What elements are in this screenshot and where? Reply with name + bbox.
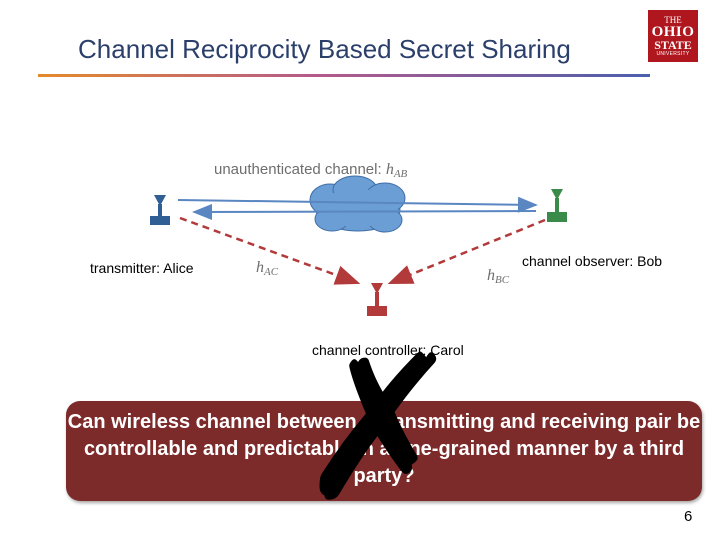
link-alice-carol	[179, 216, 361, 285]
slide-title: Channel Reciprocity Based Secret Sharing	[78, 34, 571, 64]
alice-label: transmitter: Alice	[90, 260, 194, 276]
alice-antenna-icon	[150, 195, 170, 225]
cross-mark-icon: ✗	[296, 313, 464, 546]
unauthenticated-channel-label: unauthenticated channel: hAB	[214, 161, 408, 180]
bob-label: channel observer: Bob	[522, 253, 663, 269]
logo-line-the: THE	[664, 14, 682, 25]
channel-line-to-bob	[177, 196, 538, 213]
bob-antenna-icon	[547, 189, 567, 222]
carol-antenna-icon	[367, 283, 387, 316]
question-text: Can wireless channel between a transmitt…	[67, 411, 701, 487]
question-box: Can wireless channel between a transmitt…	[66, 401, 702, 501]
title-rule	[38, 74, 650, 77]
channel-line-to-alice	[192, 203, 537, 220]
page-number: 6	[684, 508, 693, 525]
h-bc-label: hBC	[487, 267, 510, 286]
logo-line-ohio: OHIO	[651, 23, 695, 40]
logo-line-state: STATE	[654, 37, 692, 52]
university-logo: THE OHIO STATE UNIVERSITY	[648, 10, 698, 62]
logo-line-university: UNIVERSITY	[656, 50, 690, 57]
channel-cloud	[309, 175, 406, 233]
link-bob-carol	[387, 218, 546, 285]
h-ac-label: hAC	[256, 259, 279, 278]
carol-label: channel controller: Carol	[312, 342, 464, 358]
